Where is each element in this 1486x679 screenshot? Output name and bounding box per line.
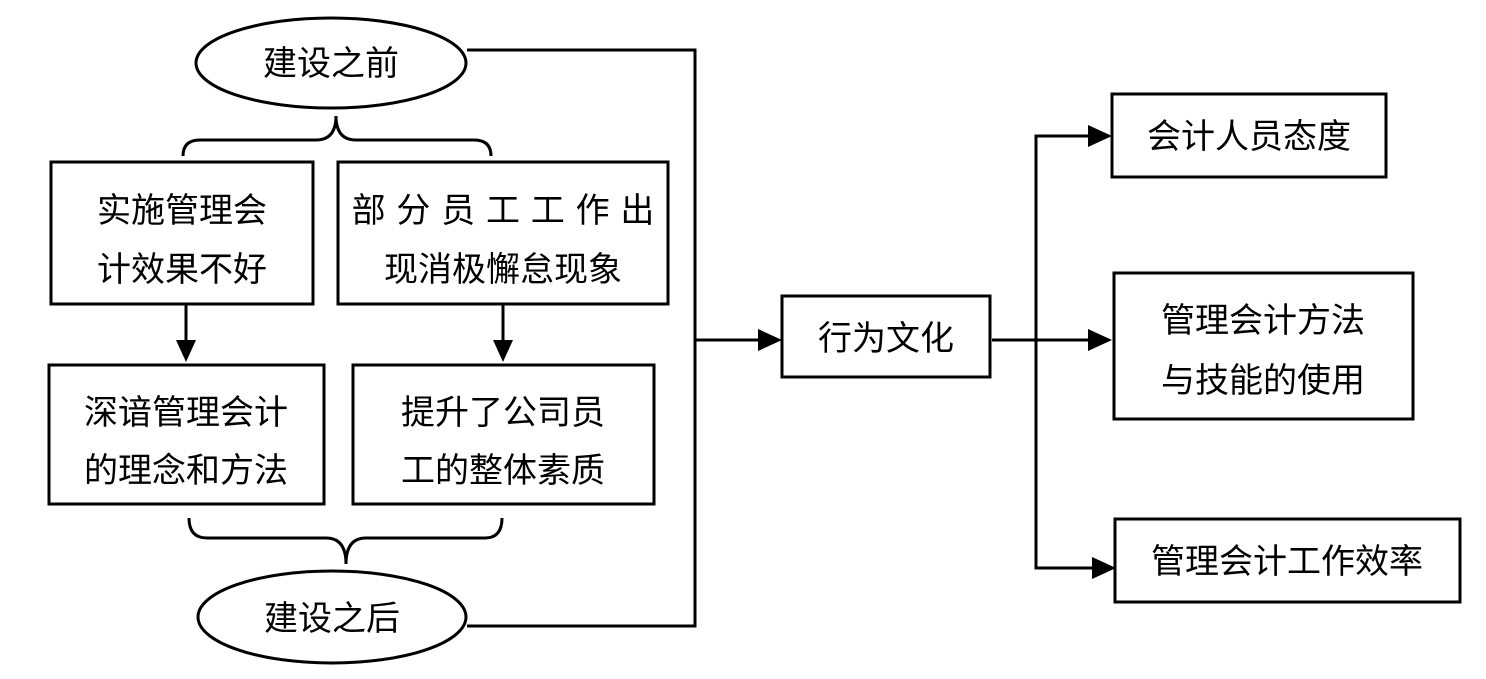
node-behavior-culture-label: 行为文化	[818, 319, 954, 359]
top-brace	[181, 115, 493, 157]
arrowhead-to-methods	[1088, 329, 1112, 351]
node-negative-line2: 现消极懈怠现象	[384, 250, 622, 290]
arrowhead-down-right	[493, 340, 513, 362]
node-after: 建设之后	[196, 569, 468, 665]
node-efficiency-label: 管理会计工作效率	[1151, 542, 1423, 582]
node-after-label: 建设之后	[264, 599, 400, 639]
node-understand-line2: 的理念和方法	[84, 451, 288, 491]
bottom-brace	[187, 517, 504, 565]
node-improve-line1: 提升了公司员	[401, 393, 605, 433]
node-understand: 深谙管理会计 的理念和方法	[47, 363, 326, 506]
node-negative: 部 分 员 工 工 作 出 现消极懈怠现象	[336, 160, 670, 306]
arrowhead-to-efficiency	[1092, 557, 1116, 579]
fanout-vertical	[1034, 134, 1092, 570]
arrowhead-to-behavior	[758, 329, 782, 351]
node-before-label: 建设之前	[263, 44, 399, 84]
node-poor-effect-line1: 实施管理会	[97, 191, 267, 231]
node-poor-effect-line2: 计效果不好	[97, 250, 267, 290]
node-before: 建设之前	[194, 16, 468, 110]
node-improve: 提升了公司员 工的整体素质	[351, 363, 656, 506]
arrowhead-down-left	[176, 340, 196, 362]
node-improve-line2: 工的整体素质	[401, 451, 605, 491]
node-attitude-label: 会计人员态度	[1147, 117, 1351, 157]
node-negative-line1: 部 分 员 工 工 作 出	[352, 191, 655, 231]
node-poor-effect: 实施管理会 计效果不好	[49, 160, 315, 306]
node-attitude: 会计人员态度	[1110, 92, 1388, 179]
node-methods-line1: 管理会计方法	[1161, 301, 1365, 341]
node-behavior-culture: 行为文化	[780, 294, 992, 379]
node-efficiency: 管理会计工作效率	[1113, 517, 1462, 604]
collector-bracket	[467, 48, 697, 628]
node-methods: 管理会计方法 与技能的使用	[1112, 271, 1415, 421]
connectors	[176, 48, 1116, 628]
arrowhead-to-attitude	[1088, 125, 1112, 147]
node-understand-line1: 深谙管理会计	[84, 393, 288, 433]
node-methods-line2: 与技能的使用	[1161, 361, 1365, 401]
